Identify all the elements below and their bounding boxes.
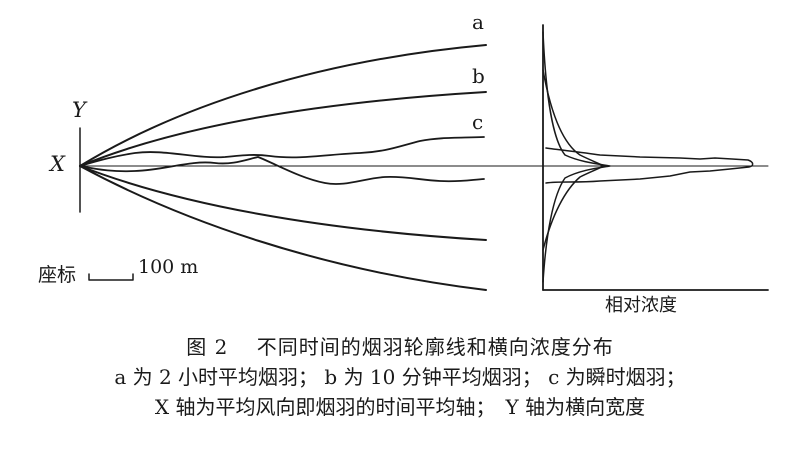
curve-c-upper — [79, 136, 485, 167]
label-concentration: 相对浓度 — [605, 295, 677, 316]
caption-line-1: a 为 2 小时平均烟羽； b 为 10 分钟平均烟羽； c 为瞬时烟羽； — [114, 365, 686, 389]
label-curve-b: b — [472, 64, 485, 88]
label-x-axis: X — [50, 152, 65, 176]
curve-c-lower — [79, 156, 485, 185]
caption-title: 图 2 不同时间的烟羽轮廓线和横向浓度分布 — [186, 335, 614, 359]
curve-a-upper — [79, 44, 487, 167]
profile-c — [545, 147, 754, 184]
label-curve-c: c — [472, 110, 484, 134]
caption-line-2: X 轴为平均风向即烟羽的时间平均轴； Y 轴为横向宽度 — [154, 395, 646, 419]
profile-b — [542, 69, 605, 251]
label-scale-value: 100 m — [138, 256, 199, 278]
profile-a — [542, 31, 611, 283]
figure-caption: 图 2 不同时间的烟羽轮廓线和横向浓度分布 a 为 2 小时平均烟羽； b 为 … — [0, 332, 800, 422]
scale-bar — [88, 273, 134, 281]
curve-a-lower — [79, 165, 487, 291]
label-curve-a: a — [472, 10, 484, 34]
plume-diagram — [79, 24, 769, 291]
label-scale-prefix: 座标 — [38, 264, 77, 286]
curve-b-upper — [79, 91, 487, 167]
label-y-axis: Y — [72, 98, 86, 122]
curve-b-lower — [79, 165, 487, 241]
